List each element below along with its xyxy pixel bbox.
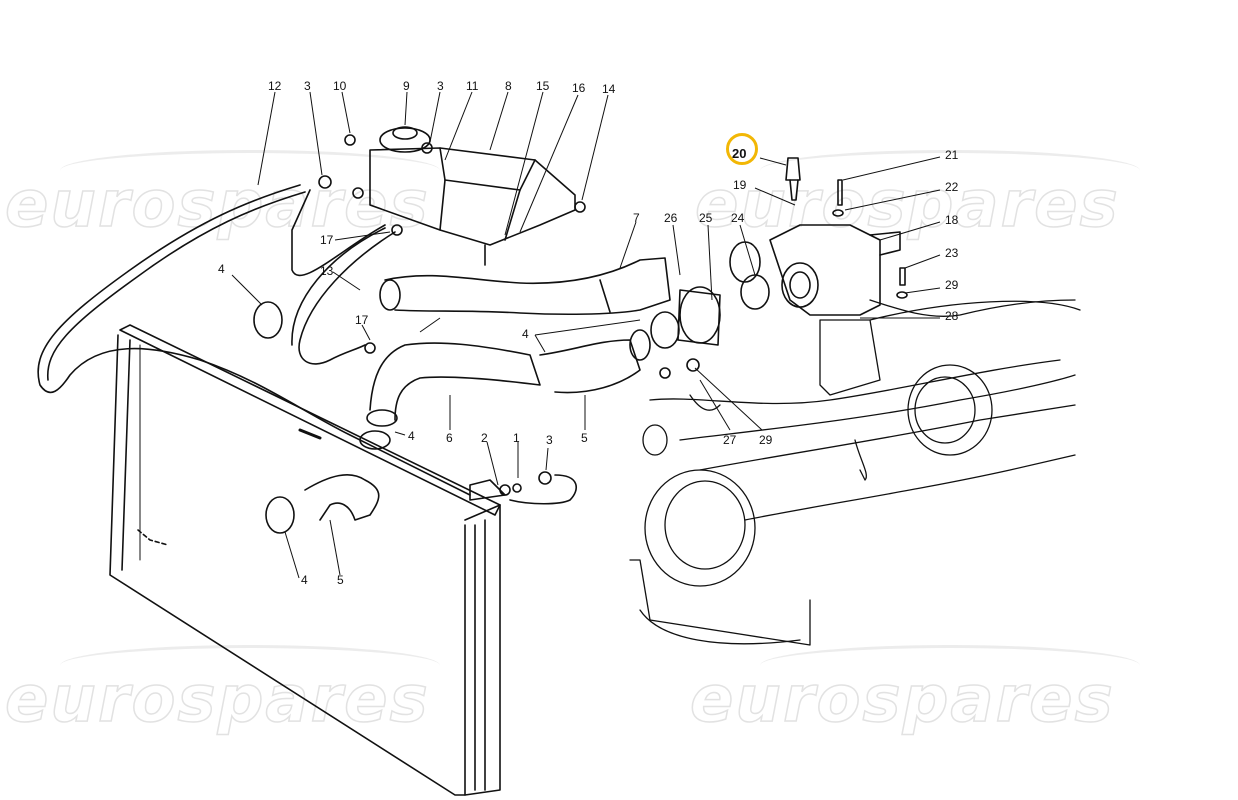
callout-17[interactable]: 17 bbox=[320, 233, 334, 247]
radiator bbox=[109, 324, 501, 796]
callout-6[interactable]: 6 bbox=[446, 431, 453, 445]
callout-9[interactable]: 9 bbox=[403, 79, 410, 93]
callout-26[interactable]: 26 bbox=[664, 211, 678, 225]
hose-7 bbox=[379, 257, 671, 316]
clamp-4 bbox=[265, 496, 295, 534]
callout-29[interactable]: 29 bbox=[759, 433, 773, 447]
callout-4[interactable]: 4 bbox=[301, 573, 308, 587]
clamp-4 bbox=[629, 329, 651, 361]
callout-18[interactable]: 18 bbox=[945, 213, 959, 227]
callout-20[interactable]: 20 bbox=[732, 146, 747, 161]
callout-22[interactable]: 22 bbox=[945, 180, 959, 194]
temp-sender-20 bbox=[785, 157, 801, 181]
callout-11[interactable]: 11 bbox=[466, 79, 479, 93]
callout-25[interactable]: 25 bbox=[699, 211, 713, 225]
callout-21[interactable]: 21 bbox=[945, 148, 959, 162]
callout-29[interactable]: 29 bbox=[945, 278, 959, 292]
callout-13[interactable]: 13 bbox=[320, 264, 334, 278]
callout-2[interactable]: 2 bbox=[481, 431, 488, 445]
callout-14[interactable]: 14 bbox=[602, 82, 616, 96]
clamp-4 bbox=[359, 430, 391, 450]
callout-24[interactable]: 24 bbox=[731, 211, 745, 225]
hose-5 bbox=[539, 339, 641, 394]
callout-4[interactable]: 4 bbox=[408, 429, 415, 443]
callout-4[interactable]: 4 bbox=[218, 262, 225, 276]
callout-27[interactable]: 27 bbox=[723, 433, 737, 447]
callout-3[interactable]: 3 bbox=[546, 433, 553, 447]
callout-23[interactable]: 23 bbox=[945, 246, 959, 260]
callout-7[interactable]: 7 bbox=[633, 211, 640, 225]
callout-1[interactable]: 1 bbox=[513, 431, 520, 445]
callout-3[interactable]: 3 bbox=[304, 79, 311, 93]
callout-17[interactable]: 17 bbox=[355, 313, 369, 327]
callout-5[interactable]: 5 bbox=[337, 573, 344, 587]
thermostat-housing bbox=[650, 224, 901, 349]
callout-8[interactable]: 8 bbox=[505, 79, 512, 93]
engine-block bbox=[629, 299, 1081, 646]
callout-28[interactable]: 28 bbox=[945, 309, 959, 323]
callout-5[interactable]: 5 bbox=[581, 431, 588, 445]
callout-10[interactable]: 10 bbox=[333, 79, 347, 93]
hose-6 bbox=[366, 342, 541, 427]
callout-3[interactable]: 3 bbox=[437, 79, 444, 93]
callout-12[interactable]: 12 bbox=[268, 79, 282, 93]
hose-12 bbox=[37, 184, 471, 496]
callout-4[interactable]: 4 bbox=[522, 327, 529, 341]
callout-19[interactable]: 19 bbox=[733, 178, 747, 192]
clamp-4 bbox=[253, 301, 283, 339]
callout-16[interactable]: 16 bbox=[572, 81, 586, 95]
hose-13 bbox=[298, 231, 396, 365]
expansion-tank bbox=[369, 126, 576, 266]
callout-15[interactable]: 15 bbox=[536, 79, 550, 93]
